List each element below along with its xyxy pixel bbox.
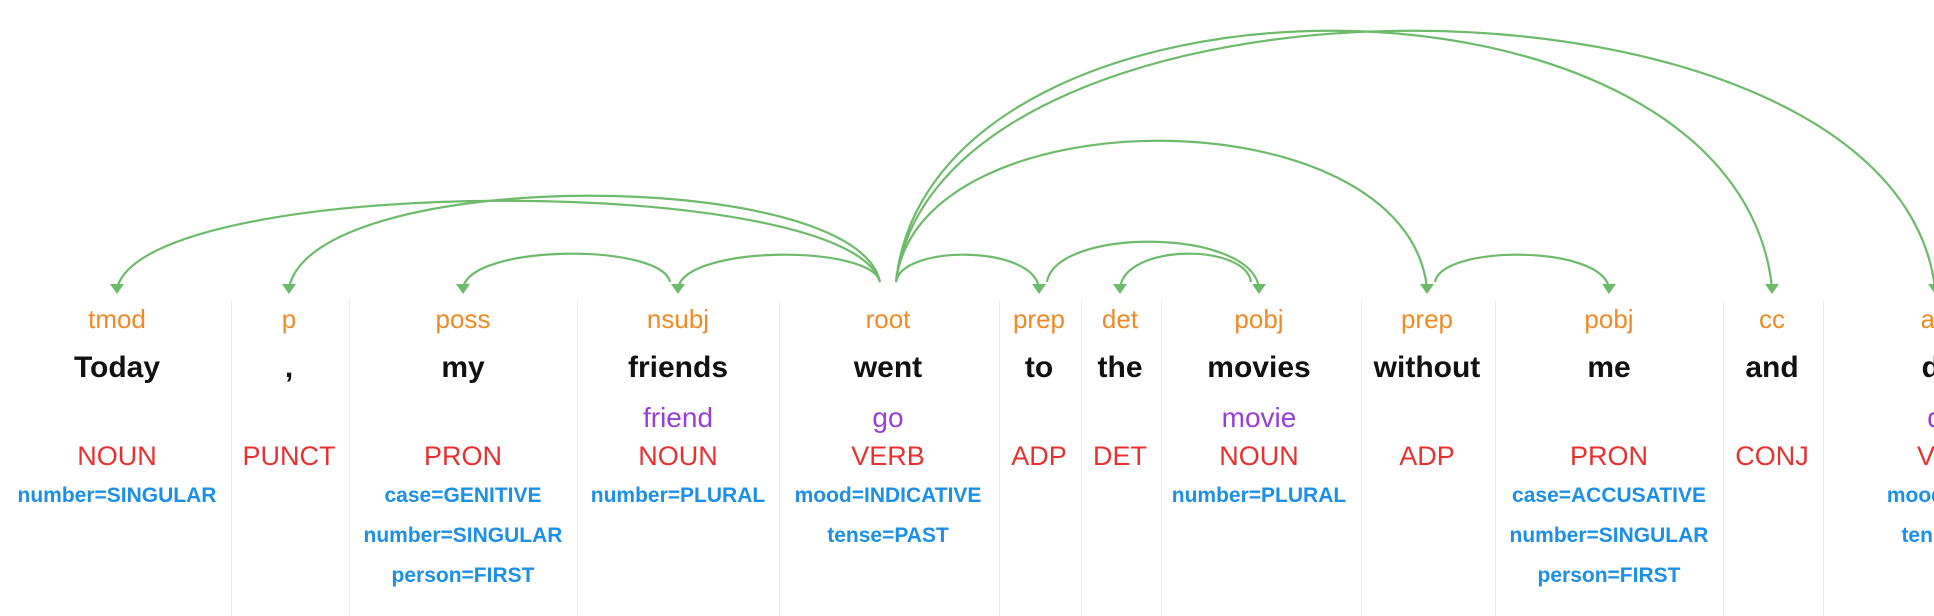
morph-feature: number=PLURAL [1171,484,1347,507]
dependency-label: nsubj [646,304,710,334]
token-word: my [441,351,485,384]
morph-feature: number=SINGULAR [363,524,563,547]
pos-tag: VERB [851,441,925,471]
dependency-label: det [1101,304,1139,334]
column-separator [231,300,232,616]
pos-tag: ADP [1011,441,1067,471]
morph-feature: case=ACCUSATIVE [1512,484,1706,507]
column-separator [1161,300,1162,616]
token-word: and [1745,351,1799,384]
token-word: friends [627,351,729,384]
token-word: movies [1207,351,1311,384]
token-word: the [1097,351,1143,384]
token-lemma: friend [642,402,714,433]
token-word: went [853,351,923,384]
pos-tag: VE [1916,441,1934,471]
morph-feature: tense= [1901,524,1934,547]
dependency-label: tmod [88,304,146,334]
column-separator [779,300,780,616]
token-lemma: d [1795,402,1934,434]
morph-feature: number=SINGULAR [17,484,217,507]
morph-feature: number=SINGULAR [1509,524,1709,547]
dependency-label: poss [435,304,491,334]
pos-tag: DET [1093,441,1147,471]
token-word: without [1373,351,1481,384]
pos-tag: PUNCT [242,441,336,471]
column-separator [1361,300,1362,616]
token-lemma: go [872,402,904,433]
column-separator [1081,300,1082,616]
pos-tag: NOUN [638,441,718,471]
dependency-label: p [281,304,297,334]
morph-feature: case=GENITIVE [384,484,542,507]
pos-tag: PRON [423,441,502,471]
token-word: di [1921,351,1934,384]
morph-feature: person=FIRST [1537,564,1681,587]
column-separator [1823,300,1824,616]
dependency-label: pobj [1584,304,1634,334]
pos-tag: NOUN [77,441,157,471]
pos-tag: NOUN [1219,441,1299,471]
token-word: me [1587,351,1631,384]
dependency-label: prep [1400,304,1454,334]
column-separator [1723,300,1724,616]
column-separator [999,300,1000,616]
dependency-label: root [865,304,911,334]
token-word: Today [73,351,161,384]
pos-tag: PRON [1569,441,1648,471]
token-word: to [1024,351,1054,384]
morph-feature: tense=PAST [827,524,949,547]
column-separator [577,300,578,616]
morph-feature: person=FIRST [391,564,535,587]
morph-feature: number=PLURAL [590,484,766,507]
morph-feature: mood=INDICATIVE [794,484,982,507]
dependency-label: cc [1759,304,1785,334]
dependency-label: prep [1012,304,1066,334]
dependency-label: pobj [1234,304,1284,334]
column-separator [1495,300,1496,616]
token-word: , [284,351,294,384]
column-separator [349,300,350,616]
dependency-label: au [1920,304,1934,334]
pos-tag: ADP [1399,441,1455,471]
pos-tag: CONJ [1735,441,1809,471]
token-lemma: movie [1221,402,1297,433]
morph-feature: mood=INI [1886,484,1934,507]
